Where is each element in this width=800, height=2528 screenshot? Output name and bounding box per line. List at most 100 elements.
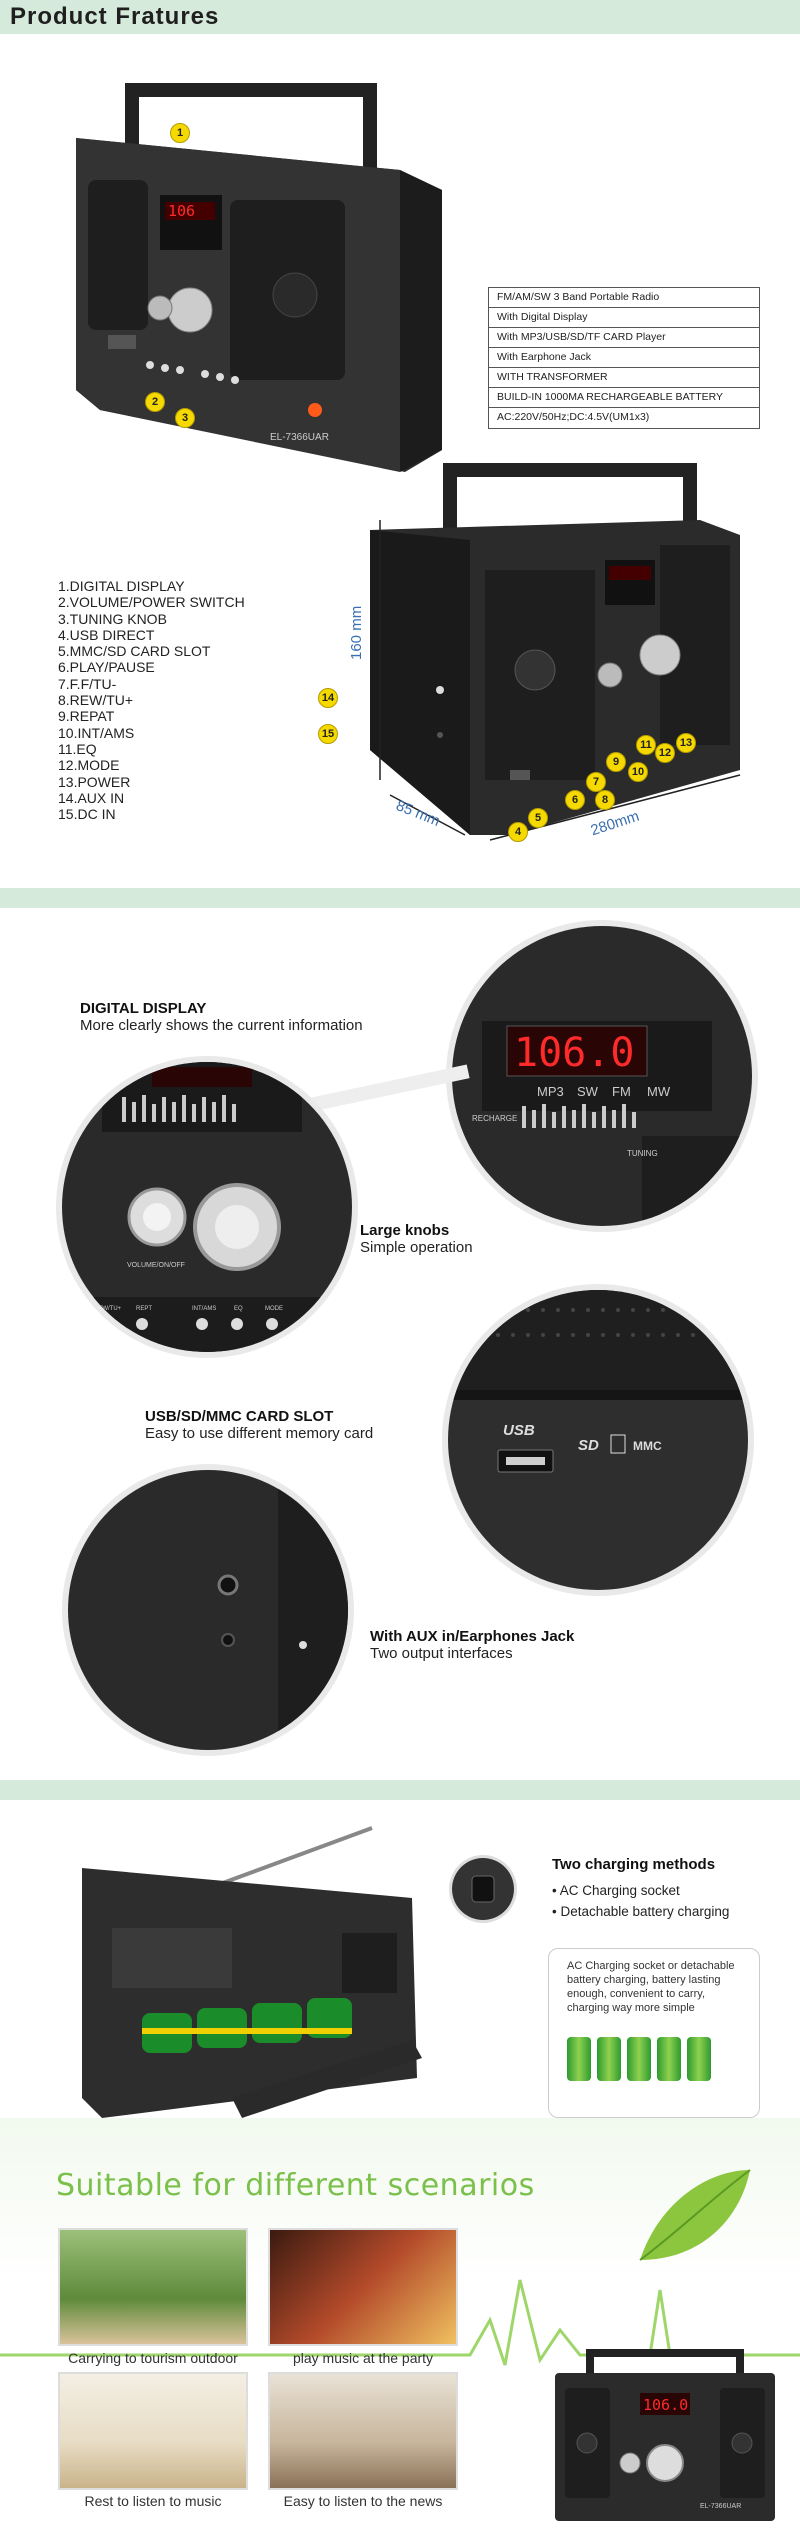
- part-item: 1.DIGITAL DISPLAY: [58, 578, 185, 594]
- part-item: 9.REPAT: [58, 708, 115, 725]
- radio-front-image: 106 EL-7366UAR: [70, 80, 450, 480]
- part-item: 13.POWER: [58, 773, 131, 790]
- marker-15: 15: [318, 724, 338, 744]
- band-label: SW: [577, 1084, 599, 1099]
- radio-small-image: 106.0 EL-7366UAR: [550, 2348, 780, 2523]
- leaf-decoration: [600, 2160, 760, 2270]
- feature-row: With Earphone Jack: [489, 348, 759, 368]
- battery-icons: [567, 2037, 741, 2081]
- part-item: 7.F.F/TU-: [58, 675, 117, 692]
- battery-icon: [597, 2037, 621, 2081]
- feature-subtitle: Two output interfaces: [370, 1645, 513, 1662]
- marker-3: 3: [175, 408, 195, 428]
- scenario-photo-news: [268, 2372, 458, 2490]
- part-item: 15.DC IN: [58, 806, 116, 823]
- sd-label: SD: [578, 1437, 599, 1454]
- feature-subtitle: Easy to use different memory card: [145, 1425, 374, 1442]
- marker-8: 8: [595, 790, 615, 810]
- feature-row: With Digital Display: [489, 308, 759, 328]
- marker-9: 9: [606, 752, 626, 772]
- feature-subtitle: More clearly shows the current informati…: [80, 1017, 363, 1034]
- radio-back-image: [72, 1818, 452, 2148]
- feature-table: FM/AM/SW 3 Band Portable Radio With Digi…: [488, 287, 760, 429]
- charging-title: Two charging methods: [552, 1856, 716, 1873]
- feature-title: USB/SD/MMC CARD SLOT: [145, 1408, 334, 1425]
- radio-side-image: [360, 450, 760, 870]
- scenario-caption: Carrying to tourism outdoor: [68, 2350, 238, 2366]
- knobs-closeup-circle: VOLUME/ON/OFF REW/TU+ REPT INT/AMS EQ MO…: [62, 1062, 352, 1352]
- scenario-photo-outdoor: [58, 2228, 248, 2346]
- marker-13: 13: [676, 733, 696, 753]
- parts-list: 1.DIGITAL DISPLAY 2.VOLUME/POWER SWITCH …: [58, 578, 245, 822]
- part-item: 8.REW/TU+: [58, 692, 134, 709]
- ac-socket-circle: [452, 1858, 514, 1920]
- charging-bullet: • Detachable battery charging: [552, 1904, 730, 1919]
- battery-icon: [687, 2037, 711, 2081]
- marker-2: 2: [145, 392, 165, 412]
- feature-row: FM/AM/SW 3 Band Portable Radio: [489, 288, 759, 308]
- scenarios-title: Suitable for different scenarios: [56, 2168, 535, 2203]
- button-label: REW/TU+: [94, 1306, 122, 1312]
- feature-title: Large knobs: [360, 1222, 450, 1239]
- part-item: 6.PLAY/PAUSE: [58, 659, 155, 676]
- aux-closeup-circle: [68, 1470, 348, 1750]
- part-item: 5.MMC/SD CARD SLOT: [58, 643, 211, 660]
- volume-label: VOLUME/ON/OFF: [127, 1262, 185, 1269]
- slots-closeup-circle: USB SD MMC: [448, 1290, 748, 1590]
- heartbeat-line: [0, 2260, 800, 2370]
- battery-icon: [567, 2037, 591, 2081]
- band-label: FM: [612, 1084, 631, 1099]
- marker-4: 4: [508, 822, 528, 842]
- small-model-label: EL-7366UAR: [700, 2503, 741, 2510]
- scenario-caption: play music at the party: [292, 2350, 434, 2366]
- scenario-caption: Rest to listen to music: [84, 2493, 222, 2509]
- marker-6: 6: [565, 790, 585, 810]
- button-label: EQ: [234, 1306, 243, 1312]
- marker-11: 11: [636, 735, 656, 755]
- button-label: INT/AMS: [192, 1306, 216, 1312]
- part-item: 10.INT/AMS: [58, 724, 135, 741]
- part-item: 14.AUX IN: [58, 789, 125, 806]
- scenario-photo-rest: [58, 2372, 248, 2490]
- section-divider: [0, 888, 800, 908]
- small-display-readout: 106.0: [643, 2396, 688, 2414]
- feature-subtitle: Simple operation: [360, 1239, 473, 1256]
- marker-10: 10: [628, 762, 648, 782]
- feature-row: BUILD-IN 1000MA RECHARGEABLE BATTERY: [489, 388, 759, 408]
- part-item: 3.TUNING KNOB: [58, 610, 167, 627]
- marker-5: 5: [528, 808, 548, 828]
- charging-bullets: • AC Charging socket • Detachable batter…: [552, 1880, 729, 1922]
- svg-text:106: 106: [168, 202, 195, 220]
- part-item: 2.VOLUME/POWER SWITCH: [58, 594, 245, 611]
- part-item: 4.USB DIRECT: [58, 626, 155, 643]
- section-divider: [0, 1780, 800, 1800]
- band-label: MW: [647, 1084, 671, 1099]
- header-band: [0, 0, 800, 34]
- feature-row: With MP3/USB/SD/TF CARD Player: [489, 328, 759, 348]
- part-item: 12.MODE: [58, 757, 120, 774]
- scenario-caption: Easy to listen to the news: [283, 2493, 443, 2509]
- display-readout: 106.0: [514, 1030, 634, 1076]
- battery-icon: [627, 2037, 651, 2081]
- feature-title: DIGITAL DISPLAY: [80, 1000, 207, 1017]
- button-label: REPT: [136, 1306, 152, 1312]
- model-label: EL-7366UAR: [270, 432, 329, 443]
- charging-bullet: • AC Charging socket: [552, 1883, 680, 1898]
- part-item: 11.EQ: [58, 740, 97, 757]
- page-title: Product Fratures: [10, 3, 220, 30]
- battery-icon: [657, 2037, 681, 2081]
- marker-1: 1: [170, 123, 190, 143]
- feature-row: AC:220V/50Hz;DC:4.5V(UM1x3): [497, 411, 650, 423]
- display-closeup-circle: 106.0 MP3 SW FM MW RECHARGE TUNING: [452, 926, 752, 1226]
- band-label: MP3: [537, 1084, 564, 1099]
- feature-title: With AUX in/Earphones Jack: [370, 1628, 575, 1645]
- marker-14: 14: [318, 688, 338, 708]
- button-label: MODE: [265, 1306, 283, 1312]
- scenario-photo-party: [268, 2228, 458, 2346]
- callout-connector: [300, 1064, 470, 1114]
- usb-label: USB: [503, 1422, 535, 1439]
- marker-12: 12: [655, 743, 675, 763]
- charging-note-box: AC Charging socket or detachable battery…: [548, 1948, 760, 2118]
- tuning-label: TUNING: [627, 1149, 658, 1158]
- charging-note: AC Charging socket or detachable battery…: [567, 1960, 735, 2014]
